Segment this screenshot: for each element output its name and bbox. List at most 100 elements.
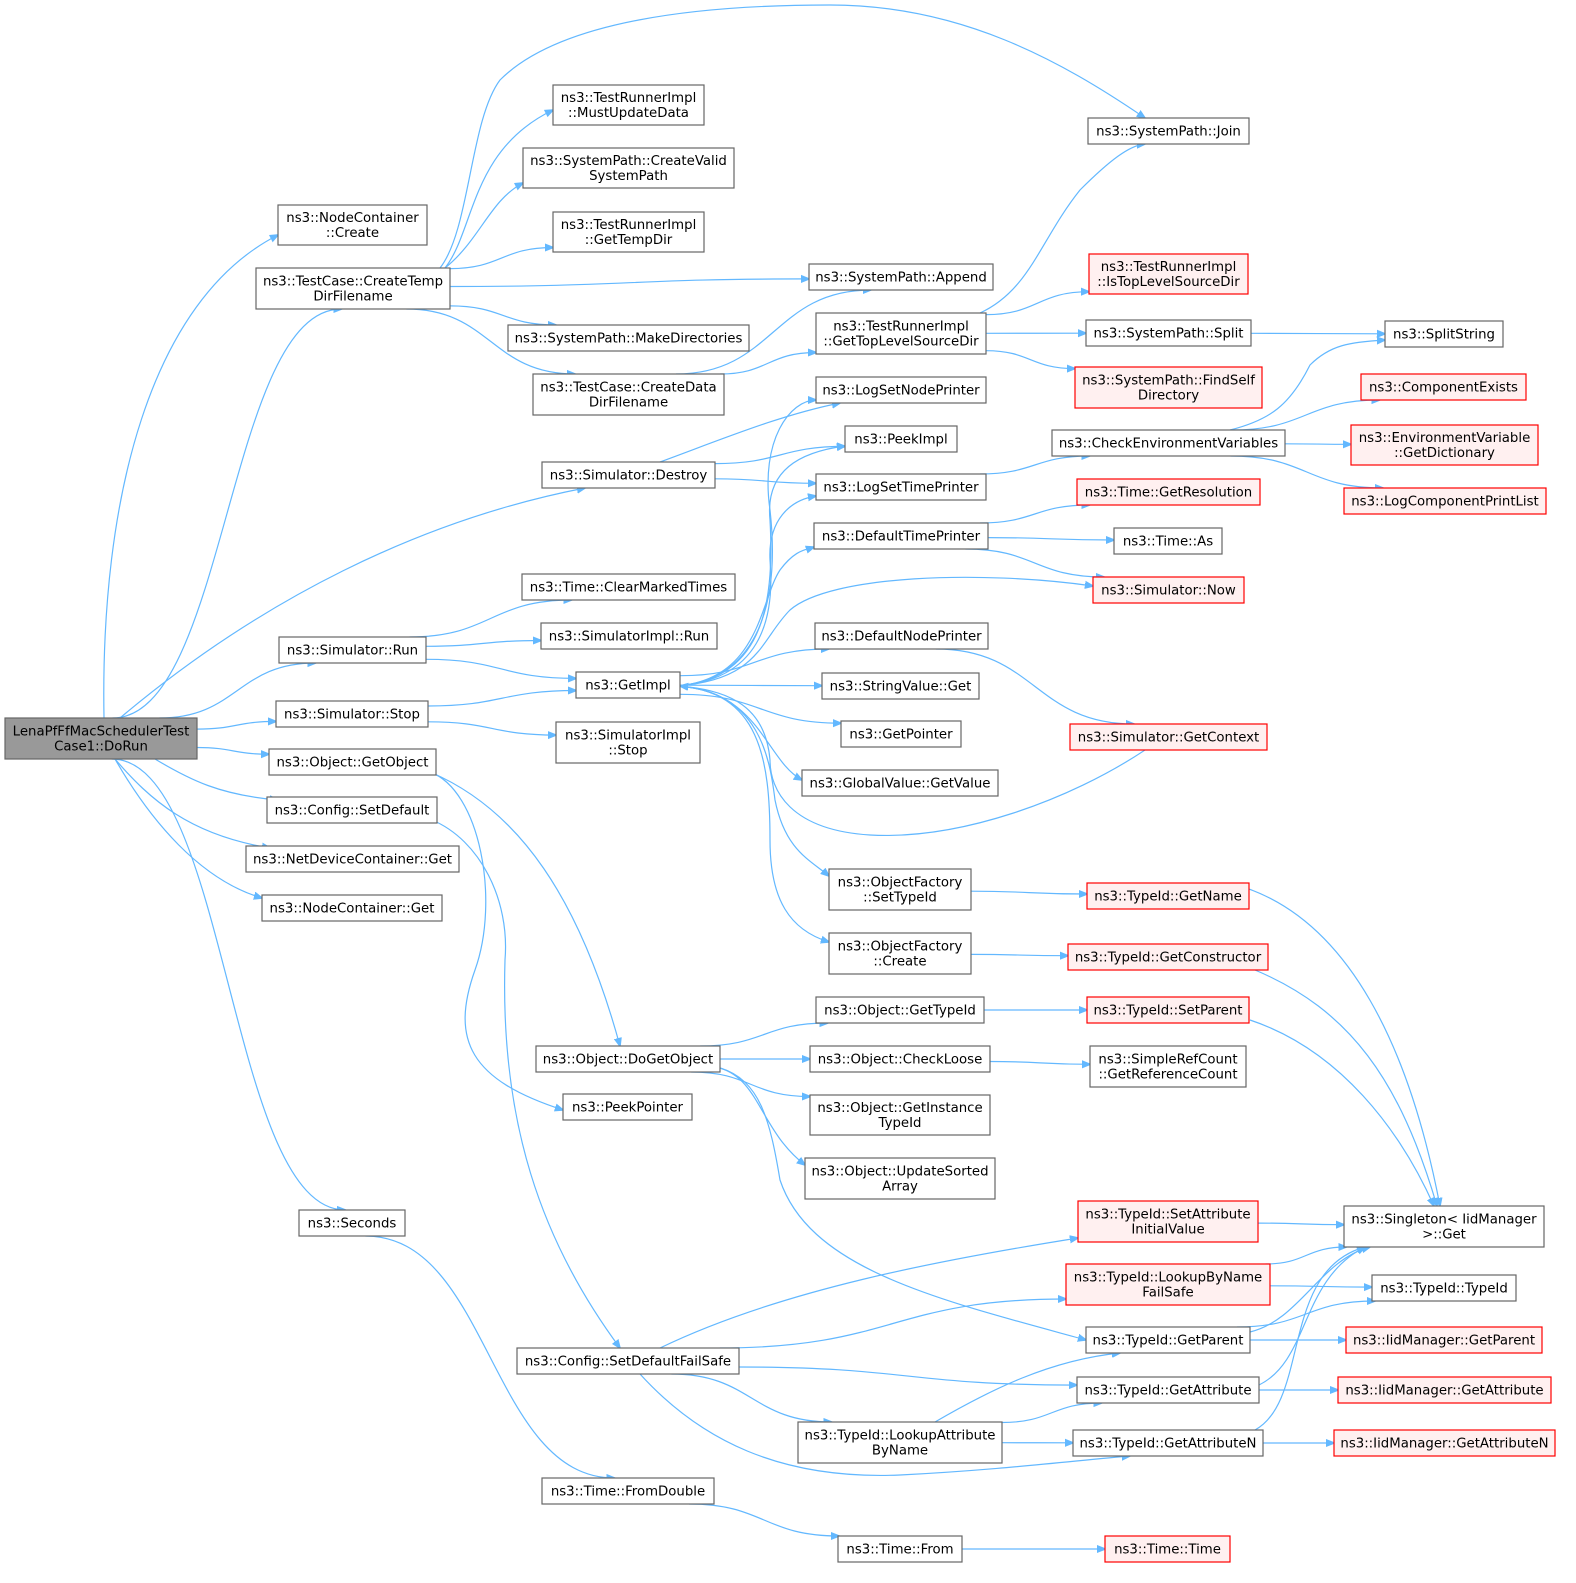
edge-line [675, 685, 829, 942]
node-label-line: ns3::DefaultNodePrinter [821, 630, 982, 645]
edge-tc_createtemp-to-sp_makedirs [449, 305, 556, 325]
node-of_create[interactable]: ns3::ObjectFactory::Create [828, 932, 972, 975]
node-config_setdefault[interactable]: ns3::Config::SetDefault [266, 796, 438, 824]
node-getimpl[interactable]: ns3::GetImpl [575, 671, 681, 699]
node-label-line: ::IsTopLevelSourceDir [1097, 275, 1240, 290]
node-simimpl_run[interactable]: ns3::SimulatorImpl::Run [540, 622, 718, 650]
node-label-line: DirFilename [589, 396, 668, 411]
node-obj_checkloose[interactable]: ns3::Object::CheckLoose [809, 1045, 991, 1073]
node-logsettimeprinter[interactable]: ns3::LogSetTimePrinter [815, 473, 987, 501]
node-time_time[interactable]: ns3::Time::Time [1104, 1535, 1231, 1563]
node-sp_makedirs[interactable]: ns3::SystemPath::MakeDirectories [507, 324, 750, 352]
node-nc_create[interactable]: ns3::NodeContainer::Create [277, 204, 428, 246]
node-sim_destroy[interactable]: ns3::Simulator::Destroy [541, 461, 716, 489]
node-label-line: ns3::GetImpl [585, 679, 670, 694]
edge-line [365, 1235, 614, 1478]
node-iid_getparent[interactable]: ns3::IidManager::GetParent [1345, 1326, 1543, 1354]
node-sp_append[interactable]: ns3::SystemPath::Append [808, 263, 994, 291]
edge-line [1265, 1247, 1347, 1265]
node-typeid_typeid[interactable]: ns3::TypeId::TypeId [1371, 1274, 1517, 1302]
node-logsetnodeprinter[interactable]: ns3::LogSetNodePrinter [815, 376, 987, 404]
node-of_settypeid[interactable]: ns3::ObjectFactory::SetTypeId [828, 868, 972, 911]
edge-line [720, 353, 816, 375]
node-globalvalue_get[interactable]: ns3::GlobalValue::GetValue [801, 769, 999, 797]
node-sim_stop[interactable]: ns3::Simulator::Stop [275, 700, 429, 728]
node-seconds[interactable]: ns3::Seconds [298, 1209, 406, 1237]
node-tri_mustupdate[interactable]: ns3::TestRunnerImpl::MustUpdateData [552, 84, 705, 126]
edge-line [439, 4, 1145, 269]
node-typeid_getattrn[interactable]: ns3::TypeId::GetAttributeN [1072, 1429, 1264, 1457]
node-box [1076, 478, 1261, 506]
node-label-line: ::GetReferenceCount [1098, 1068, 1237, 1083]
node-typeid_getattr[interactable]: ns3::TypeId::GetAttribute [1076, 1376, 1260, 1404]
node-compexists[interactable]: ns3::ComponentExists [1360, 373, 1527, 401]
node-time_fromdouble[interactable]: ns3::Time::FromDouble [541, 1477, 715, 1505]
node-time_as[interactable]: ns3::Time::As [1113, 527, 1223, 555]
node-splitstring[interactable]: ns3::SplitString [1384, 320, 1504, 348]
node-srcount_getref[interactable]: ns3::SimpleRefCount::GetReferenceCount [1089, 1045, 1247, 1088]
node-obj_gettypeid[interactable]: ns3::Object::GetTypeId [815, 996, 985, 1024]
edge-line [719, 1299, 1066, 1349]
node-time_clearmarked[interactable]: ns3::Time::ClearMarkedTimes [521, 573, 736, 601]
node-obj_dogetobject[interactable]: ns3::Object::DoGetObject [535, 1045, 721, 1073]
node-box [552, 211, 705, 253]
node-peekpointer[interactable]: ns3::PeekPointer [562, 1093, 693, 1121]
node-typeid_getname[interactable]: ns3::TypeId::GetName [1086, 882, 1250, 910]
edge-line [159, 663, 315, 719]
node-iid_getattrn[interactable]: ns3::IidManager::GetAttributeN [1333, 1429, 1556, 1457]
node-peekimpl[interactable]: ns3::PeekImpl [844, 425, 958, 453]
node-singleton_get[interactable]: ns3::Singleton< IidManager>::Get [1343, 1205, 1545, 1248]
node-obj_getobject[interactable]: ns3::Object::GetObject [268, 748, 437, 776]
node-typeid_getctor[interactable]: ns3::TypeId::GetConstructor [1067, 943, 1269, 971]
node-sim_getcontext[interactable]: ns3::Simulator::GetContext [1069, 723, 1268, 751]
node-sp_split[interactable]: ns3::SystemPath::Split [1085, 319, 1252, 347]
node-sim_now[interactable]: ns3::Simulator::Now [1092, 576, 1245, 604]
node-tri_gettemp[interactable]: ns3::TestRunnerImpl::GetTempDir [552, 211, 705, 253]
node-tri_gettop[interactable]: ns3::TestRunnerImpl::GetTopLevelSourceDi… [815, 312, 987, 355]
node-label-line: ns3::Simulator::Destroy [550, 469, 708, 484]
edge-line [934, 1353, 1120, 1423]
node-tri_istop[interactable]: ns3::TestRunnerImpl::IsTopLevelSourceDir [1088, 253, 1249, 295]
node-iid_getattr[interactable]: ns3::IidManager::GetAttribute [1337, 1376, 1552, 1404]
node-box [522, 147, 735, 189]
node-typeid_setparent[interactable]: ns3::TypeId::SetParent [1086, 996, 1250, 1024]
node-checkenv[interactable]: ns3::CheckEnvironmentVariables [1051, 429, 1286, 457]
node-time_getres[interactable]: ns3::Time::GetResolution [1076, 478, 1261, 506]
node-label-line: ns3::StringValue::Get [830, 680, 972, 695]
node-config_setdefaultfs[interactable]: ns3::Config::SetDefaultFailSafe [516, 1347, 740, 1375]
node-label-line: FailSafe [1142, 1286, 1193, 1301]
edge-sim_destroy-to-logsetnodeprinter [659, 403, 840, 463]
node-label-line: ::MustUpdateData [568, 106, 689, 121]
node-label-line: ns3::Object::GetTypeId [824, 1004, 976, 1019]
node-getpointer[interactable]: ns3::GetPointer [840, 720, 962, 748]
node-logcompprint[interactable]: ns3::LogComponentPrintList [1343, 487, 1547, 515]
node-defaultnodeprinter[interactable]: ns3::DefaultNodePrinter [814, 622, 989, 650]
edge-line [431, 819, 620, 1348]
node-sim_run[interactable]: ns3::Simulator::Run [278, 636, 427, 664]
node-defaulttimeprinter[interactable]: ns3::DefaultTimePrinter [813, 522, 989, 550]
node-box [1077, 1200, 1259, 1243]
node-stringvalue_get[interactable]: ns3::StringValue::Get [821, 672, 980, 700]
edge-line [688, 1503, 839, 1536]
node-simimpl_stop[interactable]: ns3::SimulatorImpl::Stop [555, 721, 701, 764]
node-sp_join[interactable]: ns3::SystemPath::Join [1087, 117, 1250, 145]
edge-getimpl-to-peekimpl [675, 446, 845, 687]
node-typeid_getparent[interactable]: ns3::TypeId::GetParent [1085, 1326, 1251, 1354]
node-ndc_get[interactable]: ns3::NetDeviceContainer::Get [245, 845, 460, 873]
node-envvar_getdict[interactable]: ns3::EnvironmentVariable::GetDictionary [1350, 424, 1539, 466]
node-time_from[interactable]: ns3::Time::From [837, 1535, 963, 1563]
node-nc_get[interactable]: ns3::NodeContainer::Get [261, 894, 443, 922]
node-label-line: ns3::Time::FromDouble [551, 1485, 705, 1500]
node-box [1104, 1535, 1231, 1563]
node-label-line: ns3::DefaultTimePrinter [822, 530, 981, 545]
